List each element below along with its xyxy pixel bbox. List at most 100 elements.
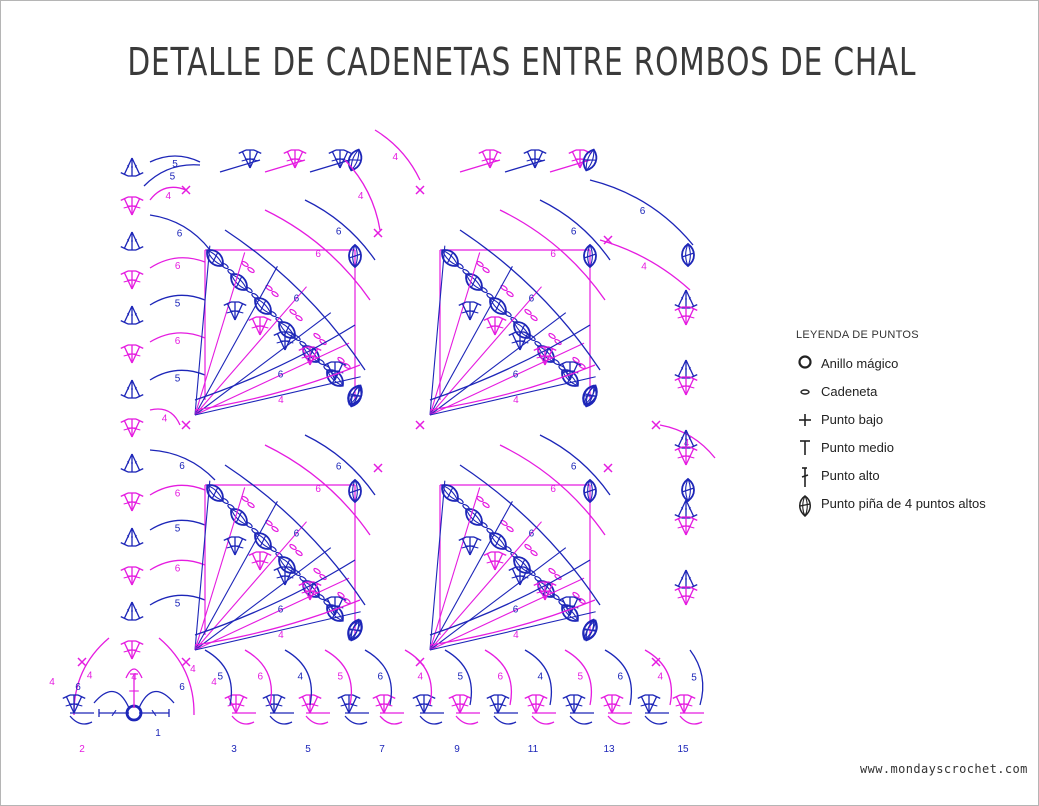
double-crochet-bar: [249, 158, 259, 162]
radiating-stitch-line: [429, 245, 446, 416]
double-crochet-bar: [127, 534, 130, 538]
bottom-chain-arch: [204, 649, 233, 706]
double-crochet-top: [120, 616, 129, 621]
row-number-label: 13: [603, 744, 615, 755]
double-crochet-top: [277, 694, 286, 699]
double-crochet-top: [672, 694, 681, 699]
radiating-stitch-line: [429, 611, 596, 651]
double-crochet-top: [223, 301, 232, 306]
block-chain-arc: [194, 364, 361, 411]
double-crochet-top: [583, 149, 592, 154]
bottom-chain-arch: [564, 649, 593, 706]
legend-label: Punto piña de 4 puntos altos: [821, 496, 986, 511]
double-crochet-top: [501, 694, 510, 699]
double-crochet-top: [135, 320, 144, 325]
chain-curl: [569, 715, 593, 725]
legend-label: Punto alto: [821, 468, 880, 483]
pineapple-bar: [494, 300, 502, 312]
row-number-label: 2: [79, 744, 85, 755]
pineapple-bar: [348, 253, 362, 259]
pineapple-ribs: [587, 479, 593, 503]
side-chain-loop: [143, 164, 201, 187]
double-crochet-top: [338, 361, 347, 366]
double-crochet-top: [372, 694, 381, 699]
pineapple-stitch: [347, 618, 363, 642]
slip-stitch-cross: [415, 185, 425, 195]
double-crochet-top: [573, 361, 582, 366]
double-crochet-top: [674, 306, 683, 311]
legend-item-half-double: Punto medio: [796, 439, 986, 467]
bottom-chain-arch: [644, 649, 673, 706]
bottom-chain-arch: [444, 649, 473, 706]
chain-count-label: 4: [657, 671, 663, 682]
double-crochet-top: [523, 566, 532, 571]
pineapple-bar: [259, 535, 267, 547]
pineapple-ribs: [587, 244, 593, 268]
double-crochet-bar: [469, 545, 479, 549]
top-chain-arc: [374, 129, 421, 181]
top-chain-arc: [344, 159, 381, 231]
double-crochet-bar: [273, 703, 283, 707]
chain-stitch: [317, 593, 325, 601]
stitch-legend: LEYENDA DE PUNTOS Anillo mágico Cadeneta…: [796, 329, 986, 523]
ring-arch: [158, 637, 195, 716]
double-crochet-bar: [234, 310, 244, 314]
radiating-stitch-line: [429, 376, 596, 416]
chain-stitch: [554, 338, 562, 346]
double-crochet-top: [120, 566, 129, 571]
radiating-stitch-line: [429, 547, 567, 651]
chain-count-label: 5: [172, 159, 178, 170]
pineapple-bar: [542, 348, 550, 360]
double-crochet-bar: [339, 158, 349, 162]
chain-count-label: 4: [513, 395, 519, 406]
pineapple-stitch: [583, 243, 597, 269]
double-crochet-top: [135, 640, 144, 645]
double-crochet-bar: [685, 385, 695, 389]
double-crochet-top: [637, 694, 646, 699]
radiating-stitch-line: [194, 376, 361, 416]
double-crochet-top: [253, 149, 262, 154]
side-chain-loop: [149, 257, 206, 269]
double-crochet-top: [263, 316, 272, 321]
double-crochet-top: [248, 316, 257, 321]
double-crochet-bar: [494, 325, 504, 329]
legend-item-double-crochet: Punto alto: [796, 467, 986, 495]
double-crochet-bar: [284, 340, 294, 344]
chain-count-label: 6: [513, 604, 519, 615]
double-crochet-bar: [535, 703, 545, 707]
double-crochet-bar: [309, 590, 319, 594]
chain-stitch: [337, 591, 345, 599]
double-crochet-bar: [134, 608, 137, 612]
double-crochet-bar: [685, 595, 695, 599]
double-crochet-bar: [544, 590, 554, 594]
chain-stitch: [269, 310, 277, 318]
double-crochet-bar: [134, 164, 137, 168]
double-crochet-top: [120, 492, 129, 497]
chain-count-label: 4: [684, 438, 690, 449]
chain-count-label: 6: [550, 484, 556, 495]
double-crochet-top: [674, 446, 683, 451]
chain-curl: [379, 715, 403, 725]
double-crochet-bar: [544, 355, 554, 359]
slip-stitch-cross: [373, 463, 383, 473]
double-crochet-top: [135, 344, 144, 349]
double-crochet-top: [135, 196, 144, 201]
chain-count-label: 5: [175, 373, 181, 384]
double-crochet-bar: [309, 355, 319, 359]
double-crochet-top: [338, 596, 347, 601]
double-crochet-top: [238, 301, 247, 306]
double-crochet-bar: [685, 455, 695, 459]
chain-count-label: 6: [175, 336, 181, 347]
single-crochet-icon: [799, 414, 811, 426]
double-crochet-top: [120, 468, 129, 473]
chain-stitch: [530, 314, 538, 322]
double-crochet-bar: [259, 325, 269, 329]
top-chain: [264, 159, 306, 173]
double-crochet-top: [473, 301, 482, 306]
double-crochet-bar: [134, 238, 137, 242]
chain-stitch: [482, 501, 490, 509]
slip-stitch-cross: [603, 463, 613, 473]
chain-stitch: [480, 286, 488, 294]
side-chain-loop: [149, 214, 211, 251]
